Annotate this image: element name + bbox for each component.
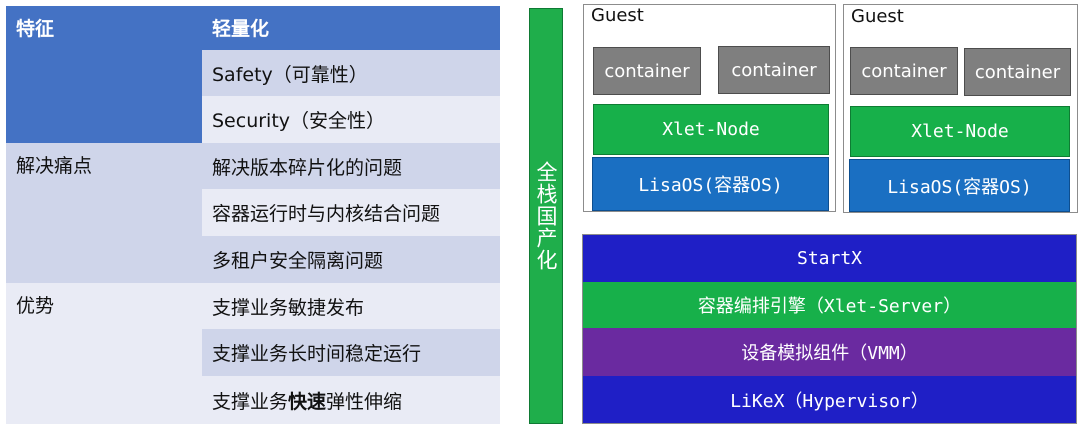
lisaos-2: LisaOS(容器OS) [849, 159, 1070, 212]
container-2-1-text: container [861, 60, 947, 82]
lisaos-2-text: LisaOS(容器OS) [887, 176, 1032, 198]
cell-adv-2-text: 支撑业务长时间稳定运行 [212, 343, 422, 365]
container-1-2: container [718, 46, 830, 94]
layer-likex: LiKeX（Hypervisor） [583, 376, 1076, 423]
container-1-1: container [593, 47, 701, 95]
layer-vmm: 设备模拟组件（VMM） [583, 328, 1076, 376]
cell-safety-text: Safety（可靠性） [212, 63, 368, 86]
layer-xlet-server: 容器编排引擎（Xlet-Server） [583, 282, 1076, 328]
lisaos-1: LisaOS(容器OS) [592, 157, 829, 211]
cell-adv-3-bold: 快速 [288, 390, 327, 413]
cell-security-text: Security（安全性） [212, 110, 386, 132]
guest-label-2: Guest [851, 6, 904, 27]
label-pain-points-text: 解决痛点 [16, 155, 93, 177]
cell-adv-1: 支撑业务敏捷发布 [202, 283, 500, 329]
xlet-node-1: Xlet-Node [593, 104, 829, 155]
cell-adv-3-prefix: 支撑业务 [212, 390, 289, 413]
layer-startx: StartX [583, 235, 1076, 282]
container-2-1: container [850, 47, 958, 95]
lisaos-1-text: LisaOS(容器OS) [638, 175, 783, 196]
full-stack-localization-bar: 全栈国产化 [529, 8, 563, 424]
layer-likex-text: LiKeX（Hypervisor） [730, 390, 929, 412]
container-2-2: container [964, 48, 1071, 96]
cell-safety: Safety（可靠性） [202, 50, 500, 96]
cell-adv-3-suffix: 弹性伸缩 [326, 390, 403, 413]
container-1-2-text: container [731, 59, 817, 81]
header-lightweight: 轻量化 [202, 6, 500, 50]
layer-xlet-server-text: 容器编排引擎（Xlet-Server） [697, 296, 962, 317]
cell-adv-2: 支撑业务长时间稳定运行 [202, 329, 500, 376]
label-pain-points: 解决痛点 [6, 143, 202, 283]
layer-vmm-text: 设备模拟组件（VMM） [741, 343, 918, 364]
platform-stack: StartX 容器编排引擎（Xlet-Server） 设备模拟组件（VMM） L… [582, 234, 1077, 424]
cell-adv-1-text: 支撑业务敏捷发布 [212, 296, 365, 319]
xlet-node-1-text: Xlet-Node [662, 119, 760, 140]
cell-pain-1-text: 解决版本碎片化的问题 [212, 156, 403, 179]
header-feature: 特征 [6, 6, 202, 143]
cell-pain-1: 解决版本碎片化的问题 [202, 143, 500, 189]
full-stack-localization-text: 全栈国产化 [534, 161, 558, 271]
label-advantages-text: 优势 [16, 295, 55, 317]
cell-pain-2-text: 容器运行时与内核结合问题 [212, 203, 441, 225]
label-advantages: 优势 [6, 283, 202, 424]
xlet-node-2: Xlet-Node [850, 106, 1070, 157]
cell-security: Security（安全性） [202, 96, 500, 143]
cell-adv-3-text: 支撑业务快速弹性伸缩 [212, 387, 402, 414]
guest-label-1: Guest [591, 5, 644, 26]
container-1-1-text: container [604, 60, 690, 82]
xlet-node-2-text: Xlet-Node [911, 121, 1009, 142]
cell-adv-3: 支撑业务快速弹性伸缩 [202, 376, 500, 424]
cell-pain-3: 多租户安全隔离问题 [202, 236, 500, 283]
container-2-2-text: container [974, 61, 1061, 83]
header-lightweight-text: 轻量化 [212, 18, 270, 40]
cell-pain-2: 容器运行时与内核结合问题 [202, 189, 500, 236]
header-feature-text: 特征 [16, 18, 55, 40]
cell-pain-3-text: 多租户安全隔离问题 [212, 250, 384, 272]
layer-startx-text: StartX [796, 248, 863, 269]
